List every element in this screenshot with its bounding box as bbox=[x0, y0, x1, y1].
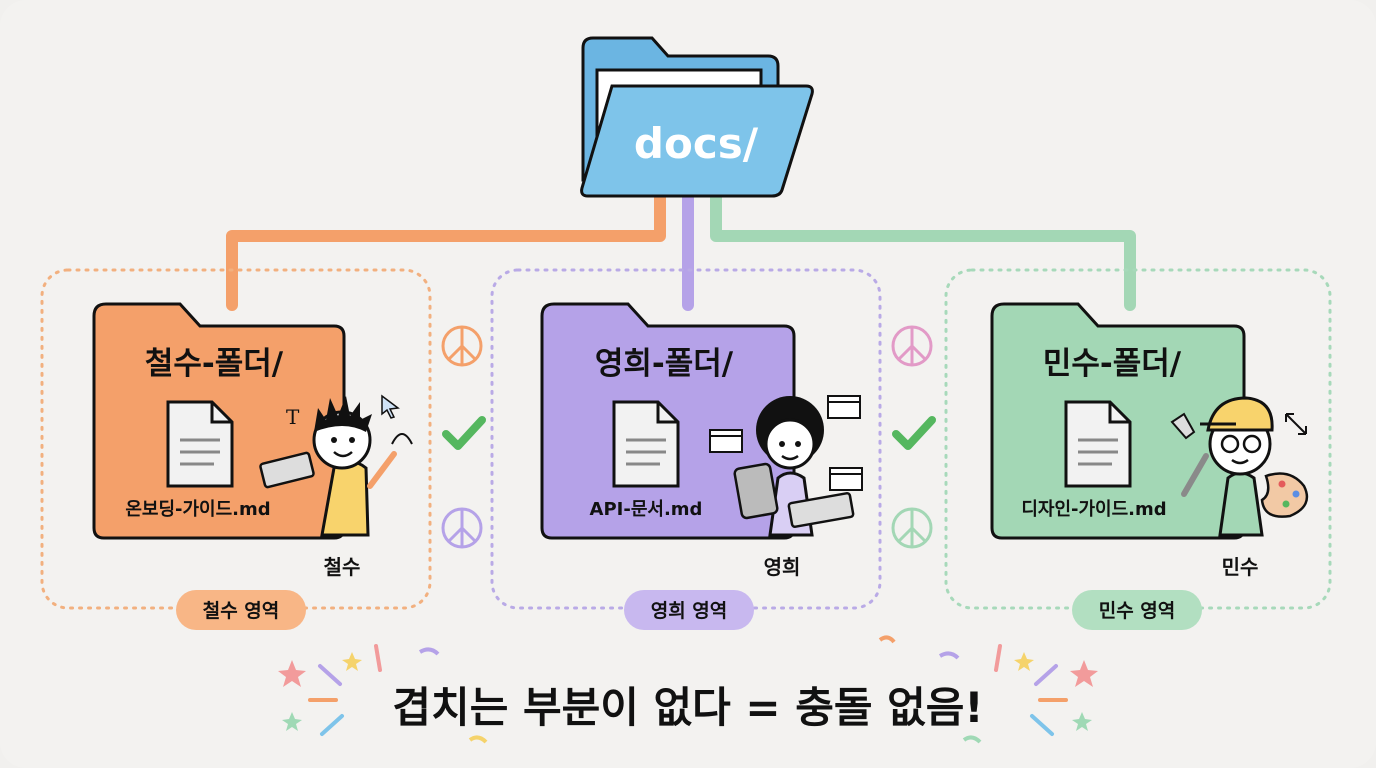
keyboard-icon bbox=[787, 492, 855, 528]
peace-icon bbox=[441, 507, 483, 549]
pen-tool-icon bbox=[391, 433, 413, 445]
browser-window-icon bbox=[709, 395, 863, 491]
palette-icon bbox=[1260, 472, 1309, 518]
zone-label: 민수 영역 bbox=[1099, 600, 1176, 622]
zone-badge-minsu: 민수 영역 bbox=[1072, 590, 1202, 630]
root-folder-label: docs/ bbox=[634, 119, 759, 168]
peace-icon bbox=[891, 507, 933, 549]
zone-label: 영희 영역 bbox=[651, 600, 728, 622]
separator-left bbox=[441, 325, 486, 549]
person-chulsoo-avatar: T 철수 bbox=[259, 394, 413, 579]
peace-icon bbox=[891, 325, 933, 367]
resize-arrows-icon bbox=[1285, 413, 1307, 435]
document-icon bbox=[166, 400, 234, 488]
file-name: 온보딩-가이드.md bbox=[125, 499, 270, 520]
person-name: 민수 bbox=[1222, 555, 1259, 579]
keyboard-icon bbox=[259, 451, 315, 489]
tablet-icon bbox=[733, 462, 779, 520]
text-tool-icon: T bbox=[286, 405, 300, 429]
person-name: 영희 bbox=[764, 555, 801, 579]
folder-label: 철수-폴더/ bbox=[145, 346, 284, 382]
confetti-decoration bbox=[278, 635, 1098, 744]
zone-outline-chulsoo bbox=[40, 268, 432, 610]
person-younghee-avatar: 영희 bbox=[709, 395, 863, 579]
zone-outline-younghee bbox=[490, 268, 882, 610]
zone-label: 철수 영역 bbox=[203, 600, 280, 622]
document-icon bbox=[1064, 400, 1132, 488]
person-name: 철수 bbox=[324, 555, 361, 579]
folder-label: 영희-폴더/ bbox=[595, 346, 734, 382]
folder-chulsoo[interactable]: 철수-폴더/ 온보딩-가이드.md bbox=[92, 302, 346, 540]
root-folder[interactable]: docs/ bbox=[580, 36, 814, 198]
check-icon bbox=[442, 416, 486, 450]
check-icon bbox=[892, 416, 936, 450]
zone-badge-younghee: 영희 영역 bbox=[624, 590, 754, 630]
footer-message: 겹치는 부분이 없다 = 충돌 없음! bbox=[392, 683, 983, 732]
file-name: 디자인-가이드.md bbox=[1021, 499, 1166, 520]
pen-nib-icon bbox=[1170, 412, 1196, 440]
zone-badge-chulsoo: 철수 영역 bbox=[176, 590, 306, 630]
peace-icon bbox=[441, 325, 483, 367]
separator-right bbox=[891, 325, 936, 549]
tree-connectors bbox=[226, 192, 1136, 311]
cursor-icon bbox=[381, 394, 400, 419]
folder-minsu[interactable]: 민수-폴더/ 디자인-가이드.md bbox=[990, 302, 1246, 540]
document-icon bbox=[612, 400, 680, 488]
person-minsu-avatar: 민수 bbox=[1170, 396, 1309, 579]
folder-label: 민수-폴더/ bbox=[1043, 346, 1182, 382]
file-name: API-문서.md bbox=[590, 499, 703, 520]
connector-minsu bbox=[710, 192, 1136, 311]
connector-chulsoo bbox=[226, 192, 666, 311]
folder-younghee[interactable]: 영희-폴더/ API-문서.md bbox=[540, 302, 796, 540]
